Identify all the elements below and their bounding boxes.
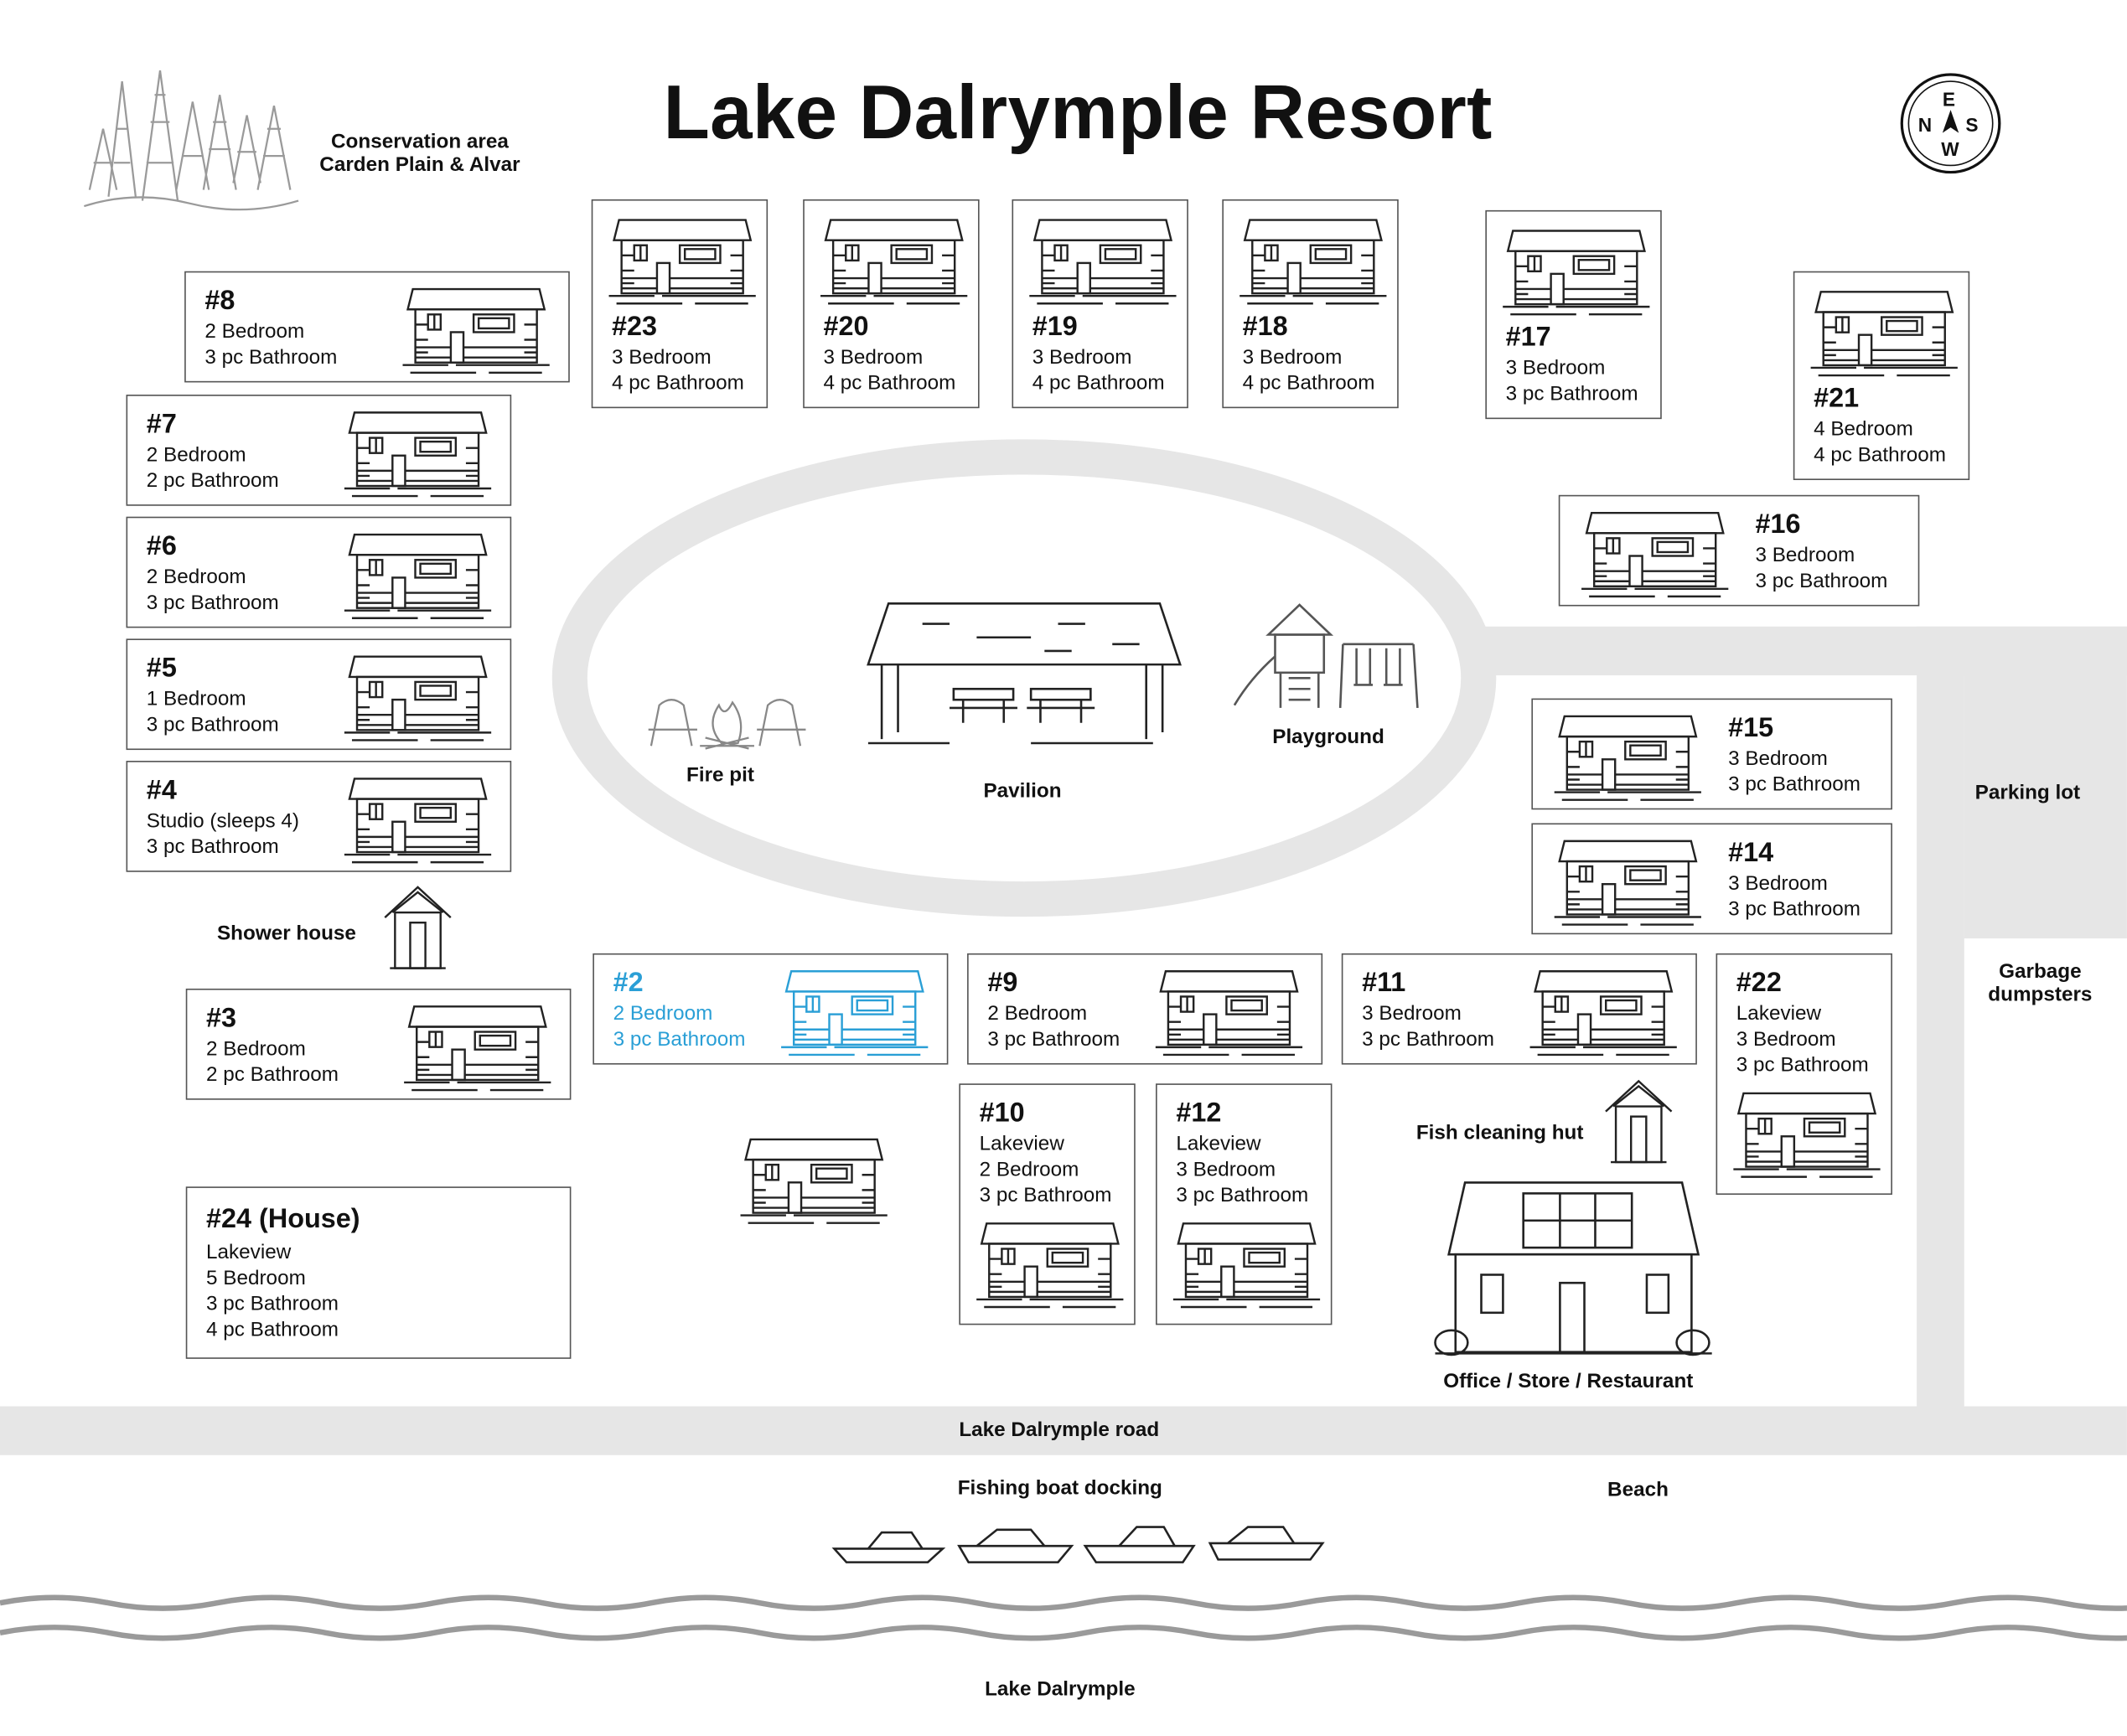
cabin-icon — [1237, 217, 1389, 307]
conservation-label: Conservation area Carden Plain & Alvar — [319, 130, 520, 177]
cabin-icon — [1528, 969, 1679, 1058]
cabin-icon — [342, 654, 494, 743]
cabin-icon — [779, 969, 930, 1058]
wave-bottom — [0, 1625, 2127, 1641]
shower-house-label: Shower house — [216, 922, 356, 946]
pavilion-icon — [867, 602, 1182, 745]
cabin-icon — [1809, 289, 1960, 379]
compass-north: N — [1917, 113, 1933, 136]
playground-label: Playground — [1272, 725, 1384, 749]
cabin-icon — [400, 287, 551, 376]
cabin-icon — [1153, 969, 1305, 1058]
cabin-icon — [1579, 510, 1731, 600]
tree-icon — [84, 70, 299, 211]
cabin-icon — [342, 531, 494, 621]
pavilion-label: Pavilion — [983, 779, 1062, 803]
unlabeled-cabin-icon — [738, 1136, 890, 1226]
main-road — [0, 1406, 2127, 1455]
lake-label: Lake Dalrymple — [985, 1677, 1136, 1701]
fish-hut-icon — [1601, 1078, 1677, 1168]
compass-west: W — [1941, 138, 1959, 160]
cabin-icon — [1171, 1221, 1322, 1310]
beach-label: Beach — [1607, 1478, 1669, 1501]
fish-cleaning-hut-label: Fish cleaning hut — [1415, 1121, 1584, 1145]
office-building-icon — [1434, 1181, 1712, 1356]
fishing-dock-label: Fishing boat docking — [957, 1476, 1162, 1501]
shower-house-icon — [380, 884, 456, 974]
compass-icon — [1900, 73, 2001, 174]
fire-pit-label: Fire pit — [686, 763, 754, 787]
road-label: Lake Dalrymple road — [959, 1418, 1160, 1442]
cabin-icon — [607, 217, 758, 307]
service-road — [1917, 626, 1964, 1407]
compass-south: S — [1965, 113, 1979, 136]
page-title: Lake Dalrymple Resort — [663, 69, 1493, 155]
garbage-dumpsters-label: Garbage dumpsters — [1988, 959, 2093, 1007]
cabin-icon — [1731, 1090, 1882, 1180]
cabin-icon — [1500, 228, 1652, 318]
boat-icon — [831, 1526, 1325, 1563]
fire-pit-icon — [648, 699, 806, 750]
cabin-icon — [974, 1221, 1126, 1310]
cabin-icon — [1552, 838, 1704, 927]
compass-east: E — [1942, 88, 1955, 111]
cabin-icon — [342, 410, 494, 499]
parking-lot-label: Parking lot — [1974, 781, 2081, 804]
cabin-icon — [401, 1004, 553, 1093]
cabin-icon — [342, 776, 494, 865]
wave-top — [0, 1594, 2127, 1611]
cabin-icon — [818, 217, 970, 307]
playground-icon — [1233, 603, 1419, 708]
loop-road — [551, 439, 1497, 917]
parking-lot-area — [1964, 626, 2127, 939]
office-label: Office / Store / Restaurant — [1443, 1369, 1694, 1393]
cabin-icon — [1552, 713, 1704, 803]
cabin-4[interactable]: #4 Studio (sleeps 4)3 pc Bathroom — [126, 761, 512, 872]
cabin-icon — [1027, 217, 1178, 307]
